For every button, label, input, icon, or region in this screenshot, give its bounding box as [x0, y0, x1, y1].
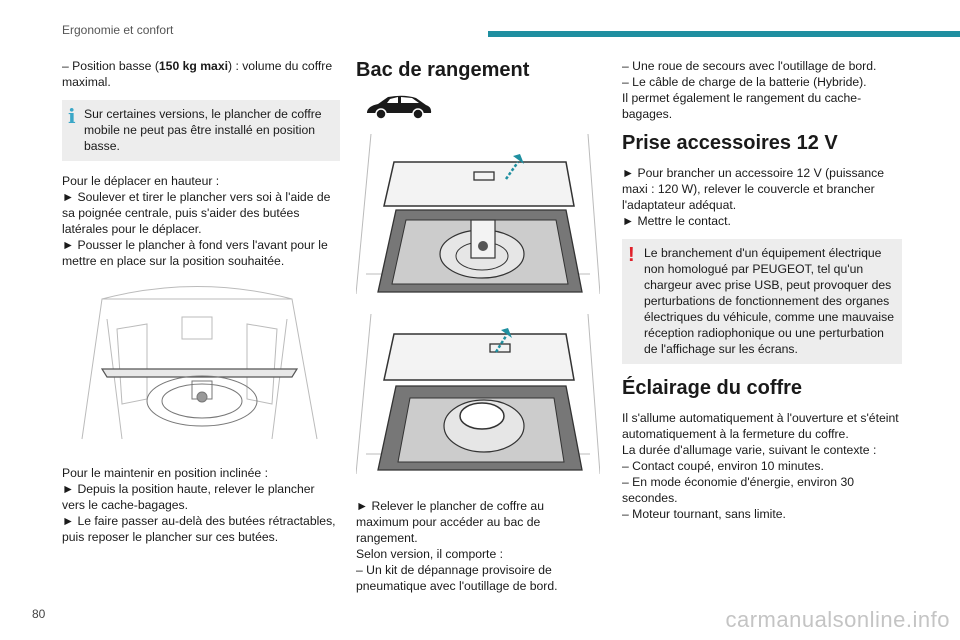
section-title-prise: Prise accessoires 12 V	[622, 132, 838, 154]
column-left: – Position basse (150 kg maxi) : volume …	[62, 58, 340, 545]
info-icon: i	[68, 104, 76, 128]
info-note: i Sur certaines versions, le plancher de…	[62, 100, 340, 161]
column-middle: Bac de rangement	[355, 58, 601, 594]
move-up-line: ► Pousser le plancher à fond vers l'avan…	[62, 238, 328, 268]
warning-icon: !	[628, 244, 635, 266]
header-section-title: Ergonomie et confort	[62, 23, 174, 37]
warning-note-text: Le branchement d'un équipement électriqu…	[644, 246, 894, 356]
eclairage-line: Il s'allume automatiquement à l'ouvertur…	[622, 411, 899, 441]
contents-line: – Une roue de secours avec l'outillage d…	[622, 59, 877, 73]
car-silhouette-icon	[364, 92, 600, 126]
bac-text-line: ► Relever le plancher de coffre au maxim…	[356, 499, 544, 545]
bac-text-line: – Un kit de dépannage provisoire de pneu…	[356, 563, 558, 593]
incline-line: ► Depuis la position haute, relever le p…	[62, 482, 315, 512]
contents-line: Il permet également le rangement du cach…	[622, 91, 862, 121]
eclairage-line: La durée d'allumage varie, suivant le co…	[622, 443, 877, 457]
page-number: 80	[32, 607, 46, 621]
section-title-eclairage: Éclairage du coffre	[622, 377, 803, 399]
warning-note: ! Le branchement d'un équipement électri…	[622, 239, 902, 364]
bac-text-line: Selon version, il comporte :	[356, 547, 503, 561]
prise-line: ► Mettre le contact.	[622, 214, 731, 228]
eclairage-line: – Contact coupé, environ 10 minutes.	[622, 459, 824, 473]
column-right: – Une roue de secours avec l'outillage d…	[622, 58, 902, 522]
move-up-line: ► Soulever et tirer le plancher vers soi…	[62, 190, 331, 236]
position-basse-text: – Position basse (150 kg maxi) : volume …	[62, 59, 333, 89]
eclairage-line: – En mode économie d'énergie, environ 30…	[622, 475, 855, 505]
eclairage-line: – Moteur tournant, sans limite.	[622, 507, 786, 521]
contents-line: – Le câble de charge de la batterie (Hyb…	[622, 75, 867, 89]
move-up-line: Pour le déplacer en hauteur :	[62, 174, 220, 188]
incline-line: ► Le faire passer au-delà des butées rét…	[62, 514, 336, 544]
trunk-floor-illustration	[62, 279, 340, 453]
storage-bin-illustration-1	[355, 133, 601, 308]
info-note-text: Sur certaines versions, le plancher de c…	[84, 107, 322, 153]
incline-line: Pour le maintenir en position inclinée :	[62, 466, 268, 480]
watermark: carmanualsonline.info	[725, 607, 950, 632]
header-accent-bar	[488, 31, 960, 37]
section-title-bac: Bac de rangement	[356, 59, 530, 81]
storage-bin-illustration-2	[355, 313, 601, 488]
prise-line: ► Pour brancher un accessoire 12 V (puis…	[622, 166, 885, 212]
